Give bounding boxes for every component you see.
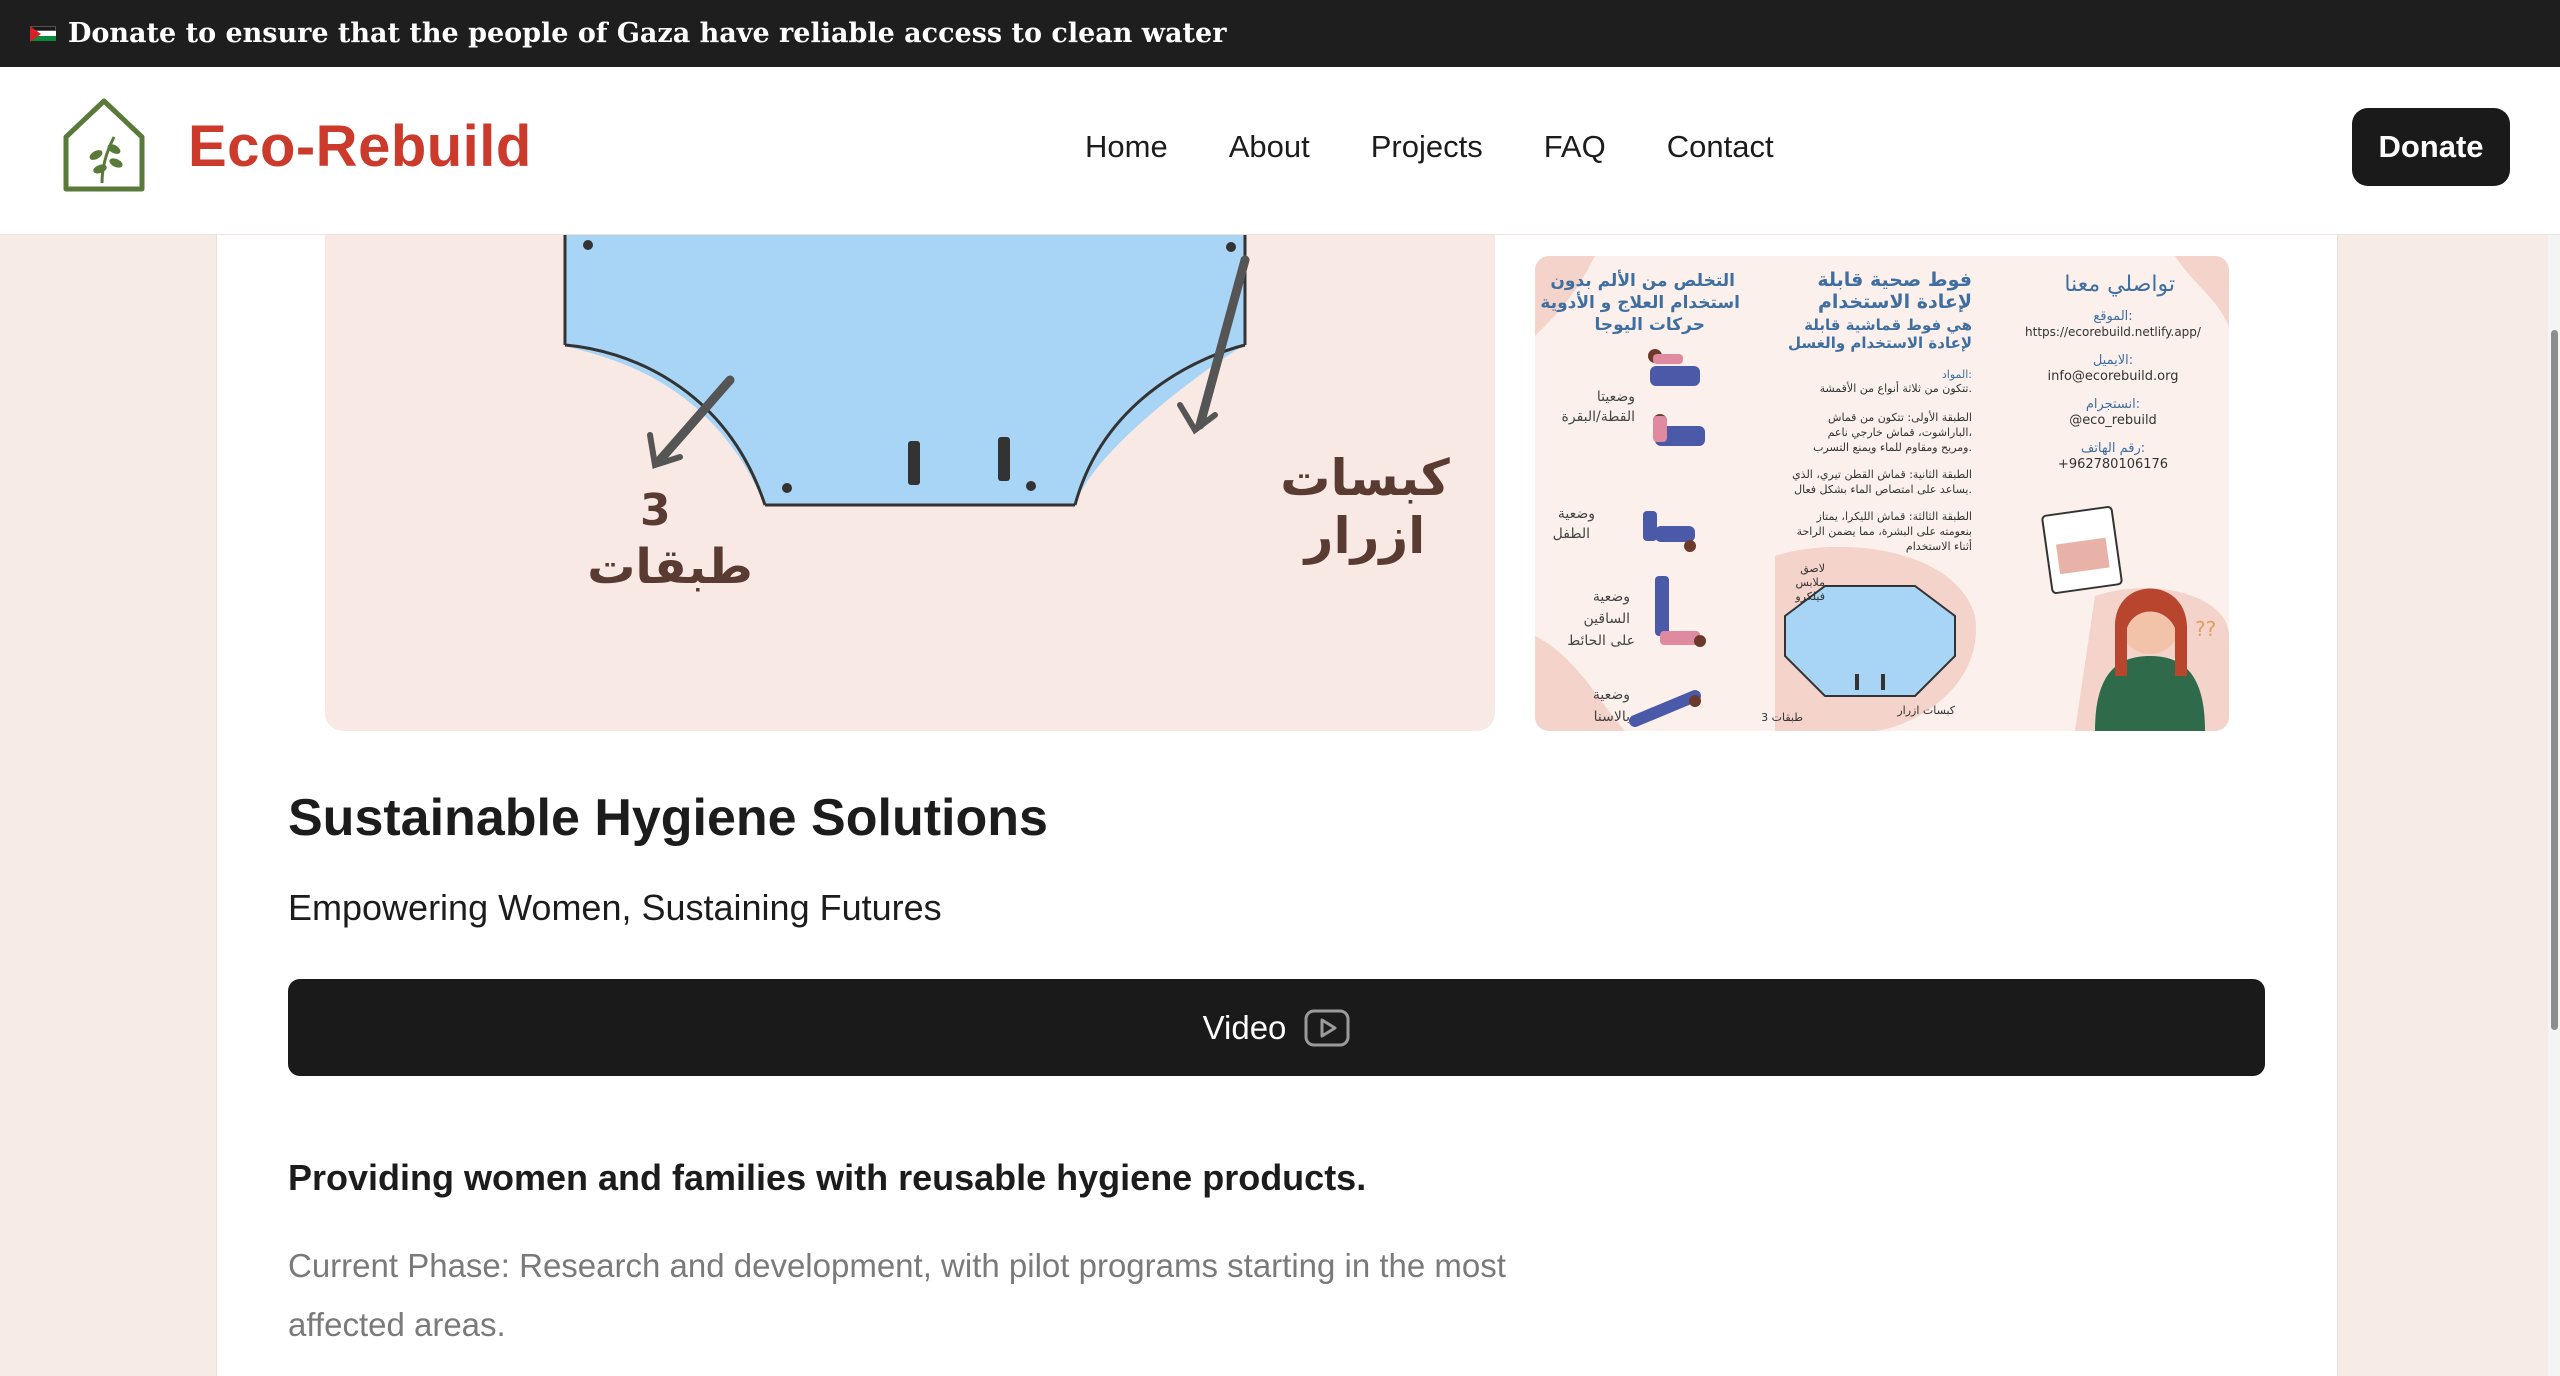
yoga-figure-3 <box>1643 511 1696 552</box>
svg-text:لإعادة الاستخدام والغسل: لإعادة الاستخدام والغسل <box>1788 334 1972 352</box>
yoga-figure-2 <box>1653 414 1705 446</box>
video-button-label: Video <box>1202 1008 1287 1046</box>
main-nav: Home About Projects FAQ Contact <box>1085 129 1835 165</box>
svg-text:بالاسنا: بالاسنا <box>1594 709 1630 725</box>
palestine-flag-icon <box>30 25 56 42</box>
site-header: Eco-Rebuild Home About Projects FAQ Cont… <box>0 67 2560 235</box>
project-subtitle: Empowering Women, Sustaining Futures <box>288 887 942 928</box>
description-heading: Providing women and families with reusab… <box>288 1157 1367 1198</box>
svg-text:أثناء الاستخدام: أثناء الاستخدام <box>1906 539 1972 553</box>
buttons-label-2: ازرار <box>1302 507 1426 565</box>
description-body: Current Phase: Research and development,… <box>288 1247 1506 1343</box>
pad-diagram-image: 3 طبقات كبسات ازرار <box>325 235 1495 731</box>
small-pad-diagram <box>1784 585 1956 697</box>
video-button[interactable]: Video <box>288 979 2265 1076</box>
svg-text:استخدام العلاج و الأدوية: استخدام العلاج و الأدوية <box>1540 292 1740 313</box>
nav-about[interactable]: About <box>1228 129 1310 164</box>
small-layers-label: 3 طبقات <box>1761 711 1803 724</box>
buttons-label-1: كبسات <box>1280 449 1450 507</box>
yoga-figure-4 <box>1655 576 1706 647</box>
layer1-text: الطبقة الأولى: تتكون من قماش <box>1828 410 1972 424</box>
svg-text:ومريح ومقاوم للماء ويمنع التسر: ومريح ومقاوم للماء ويمنع التسرب. <box>1813 441 1972 454</box>
site-label: الموقع: <box>2093 309 2132 324</box>
svg-text:لإعادة الاستخدام: لإعادة الاستخدام <box>1818 291 1972 313</box>
yoga-figure-1 <box>1648 349 1700 386</box>
yoga-label-2: وضعية <box>1558 506 1595 522</box>
yoga-label-1: وضعيتا <box>1597 389 1635 405</box>
nav-home[interactable]: Home <box>1085 129 1168 164</box>
pad-illustration: 3 طبقات كبسات ازرار <box>563 235 1451 595</box>
svg-text:حركات اليوجا: حركات اليوجا <box>1594 315 1705 335</box>
svg-text:القطة/البقرة: القطة/البقرة <box>1562 409 1635 425</box>
phone-label: رقم الهاتف: <box>2081 441 2145 456</box>
yoga-label-4: وضعية <box>1593 687 1630 703</box>
logo-house-icon[interactable] <box>62 97 146 193</box>
layers-number-label: 3 <box>640 485 671 536</box>
pads-subtitle: هي فوط قماشية قابلة <box>1804 316 1972 334</box>
insta-value: @eco_rebuild <box>2069 413 2157 428</box>
nav-faq[interactable]: FAQ <box>1543 129 1606 164</box>
banner-text: Donate to ensure that the people of Gaza… <box>68 18 1227 49</box>
pads-title: فوط صحية قابلة <box>1817 269 1972 291</box>
email-label: الايميل: <box>2093 353 2133 368</box>
small-buttons-label: كبسات ازرار <box>1896 704 1955 717</box>
phone-value: +962780106176 <box>2058 457 2168 472</box>
brochure-illustration: التخلص من الألم بدون استخدام العلاج و ال… <box>1535 256 2229 731</box>
calendar-icon <box>2041 506 2123 594</box>
svg-text:بنعومته على البشرة، مما يضمن ا: بنعومته على البشرة، مما يضمن الراحة <box>1797 525 1972 538</box>
svg-text:على الحائط: على الحائط <box>1567 633 1635 649</box>
nav-projects[interactable]: Projects <box>1370 129 1483 164</box>
yoga-figure-5 <box>1629 690 1701 727</box>
scrollbar-thumb[interactable] <box>2551 330 2558 1030</box>
project-title: Sustainable Hygiene Solutions <box>288 789 1048 847</box>
svg-text:ملابس: ملابس <box>1795 576 1825 589</box>
svg-text:الباراشوت، قماش خارجي ناعم،: الباراشوت، قماش خارجي ناعم، <box>1828 426 1972 439</box>
play-video-icon <box>1304 1009 1350 1046</box>
insta-label: انستجرام: <box>2086 397 2140 412</box>
materials-text: تتكون من ثلاثة أنواع من الأقمشة. <box>1820 381 1972 395</box>
layer3-text: الطبقة الثالثة: قماش الليكرا، يمتاز <box>1816 510 1972 523</box>
svg-text:الساقين: الساقين <box>1584 611 1630 627</box>
email-value: info@ecorebuild.org <box>2048 369 2179 384</box>
nav-contact[interactable]: Contact <box>1666 129 1774 164</box>
woman-illustration: ?? <box>2095 588 2216 731</box>
svg-text:يساعد على امتصاص الماء بشكل فع: يساعد على امتصاص الماء بشكل فعال. <box>1794 483 1972 496</box>
layer2-text: الطبقة الثانية: قماش القطن تيري، الذي <box>1792 468 1972 481</box>
contact-title: تواصلي معنا <box>2064 272 2175 297</box>
svg-text:فيلكرو: فيلكرو <box>1794 590 1825 603</box>
site-value: https://ecorebuild.netlify.app/ <box>2025 325 2202 339</box>
svg-text:??: ?? <box>2195 617 2216 641</box>
yoga-title: التخلص من الألم بدون <box>1550 270 1735 291</box>
svg-text:الطفل: الطفل <box>1553 526 1590 542</box>
velcro-label: لاصق <box>1800 562 1825 576</box>
yoga-label-3: وضعية <box>1593 589 1630 605</box>
layers-word-label: طبقات <box>587 539 753 595</box>
materials-head: المواد: <box>1942 368 1972 381</box>
announcement-banner[interactable]: Donate to ensure that the people of Gaza… <box>0 0 2560 67</box>
brand-name[interactable]: Eco-Rebuild <box>188 114 532 179</box>
brochure-image: التخلص من الألم بدون استخدام العلاج و ال… <box>1535 256 2229 731</box>
donate-button[interactable]: Donate <box>2352 108 2510 186</box>
